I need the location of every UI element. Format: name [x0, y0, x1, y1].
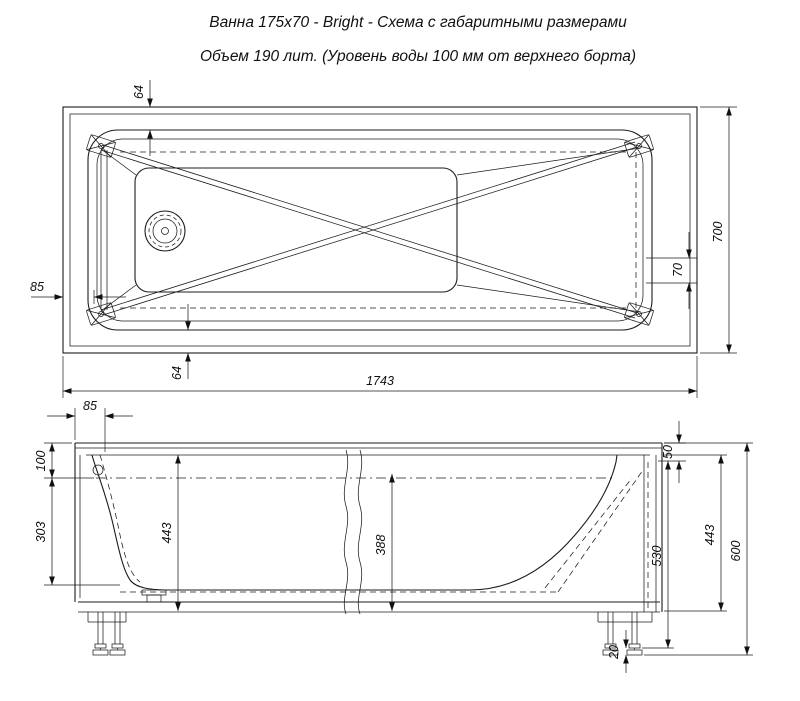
dim-inner-depth-left-label: 443: [160, 523, 174, 544]
cross-braces: [100, 141, 638, 319]
dim-rim-left: 85: [47, 399, 133, 452]
dim-rim-height-label: 50: [661, 445, 675, 459]
side-view: 85 50 100 303: [34, 399, 753, 673]
dim-frame-height-label: 530: [650, 546, 664, 567]
dim-drain-offset-label: 85: [30, 280, 44, 294]
dim-front-lower-label: 303: [34, 522, 48, 543]
drain-trap: [141, 589, 167, 603]
dim-edge-offset-bottom-label: 64: [170, 366, 184, 380]
legs-right: [597, 612, 653, 656]
dim-total-height: 600: [644, 442, 753, 656]
tub-outer-frame: [62, 106, 698, 354]
dim-rim-height: 50: [658, 421, 686, 483]
tub-rim: [87, 129, 653, 331]
drawing-subtitle: Объем 190 лит. (Уровень воды 100 мм от в…: [200, 48, 636, 65]
dim-foot-adjust: 20: [607, 630, 629, 673]
dim-rim-right-label: 70: [671, 263, 685, 277]
dim-rim-left-label: 85: [83, 399, 97, 413]
dim-front-lower: 303: [34, 478, 120, 586]
dim-water-level: 100: [34, 442, 94, 479]
dim-width: 700: [700, 106, 737, 354]
dim-width-label: 700: [711, 222, 725, 243]
dim-water-depth-label: 388: [374, 535, 388, 556]
top-view-dimensions: 64 700 70 85: [30, 80, 737, 398]
frame-rails: [100, 150, 637, 310]
tub-basin: [100, 147, 641, 313]
side-outline: [74, 442, 663, 613]
side-view-dimensions: 85 50 100 303: [34, 399, 753, 673]
dim-drain-offset: 85: [30, 280, 126, 304]
dim-water-level-label: 100: [34, 451, 48, 472]
dim-inner-depth-right: 443: [664, 454, 727, 612]
top-view: 64 700 70 85: [30, 80, 737, 398]
dim-edge-offset-top: 64: [132, 80, 153, 156]
tub-bowl-section: [91, 454, 644, 593]
dim-foot-adjust-label: 20: [607, 645, 621, 660]
dim-inner-depth-right-label: 443: [703, 525, 717, 546]
dim-edge-offset-top-label: 64: [132, 85, 146, 99]
overflow-icon: [92, 464, 104, 476]
dim-water-depth: 388: [374, 474, 395, 611]
dim-frame-height: 530: [642, 461, 674, 649]
dim-edge-offset-bottom: 64: [170, 304, 191, 380]
legs-left: [87, 612, 127, 656]
dim-length: 1743: [62, 356, 698, 398]
dim-total-height-label: 600: [729, 541, 743, 562]
dim-inner-depth-left: 443: [160, 455, 181, 611]
break-lines: [343, 449, 363, 615]
drawing-title: Ванна 175х70 - Bright - Схема с габаритн…: [209, 14, 627, 31]
dim-rim-right: 70: [646, 232, 697, 309]
dim-length-label: 1743: [366, 374, 394, 388]
drain-icon: [144, 210, 186, 252]
